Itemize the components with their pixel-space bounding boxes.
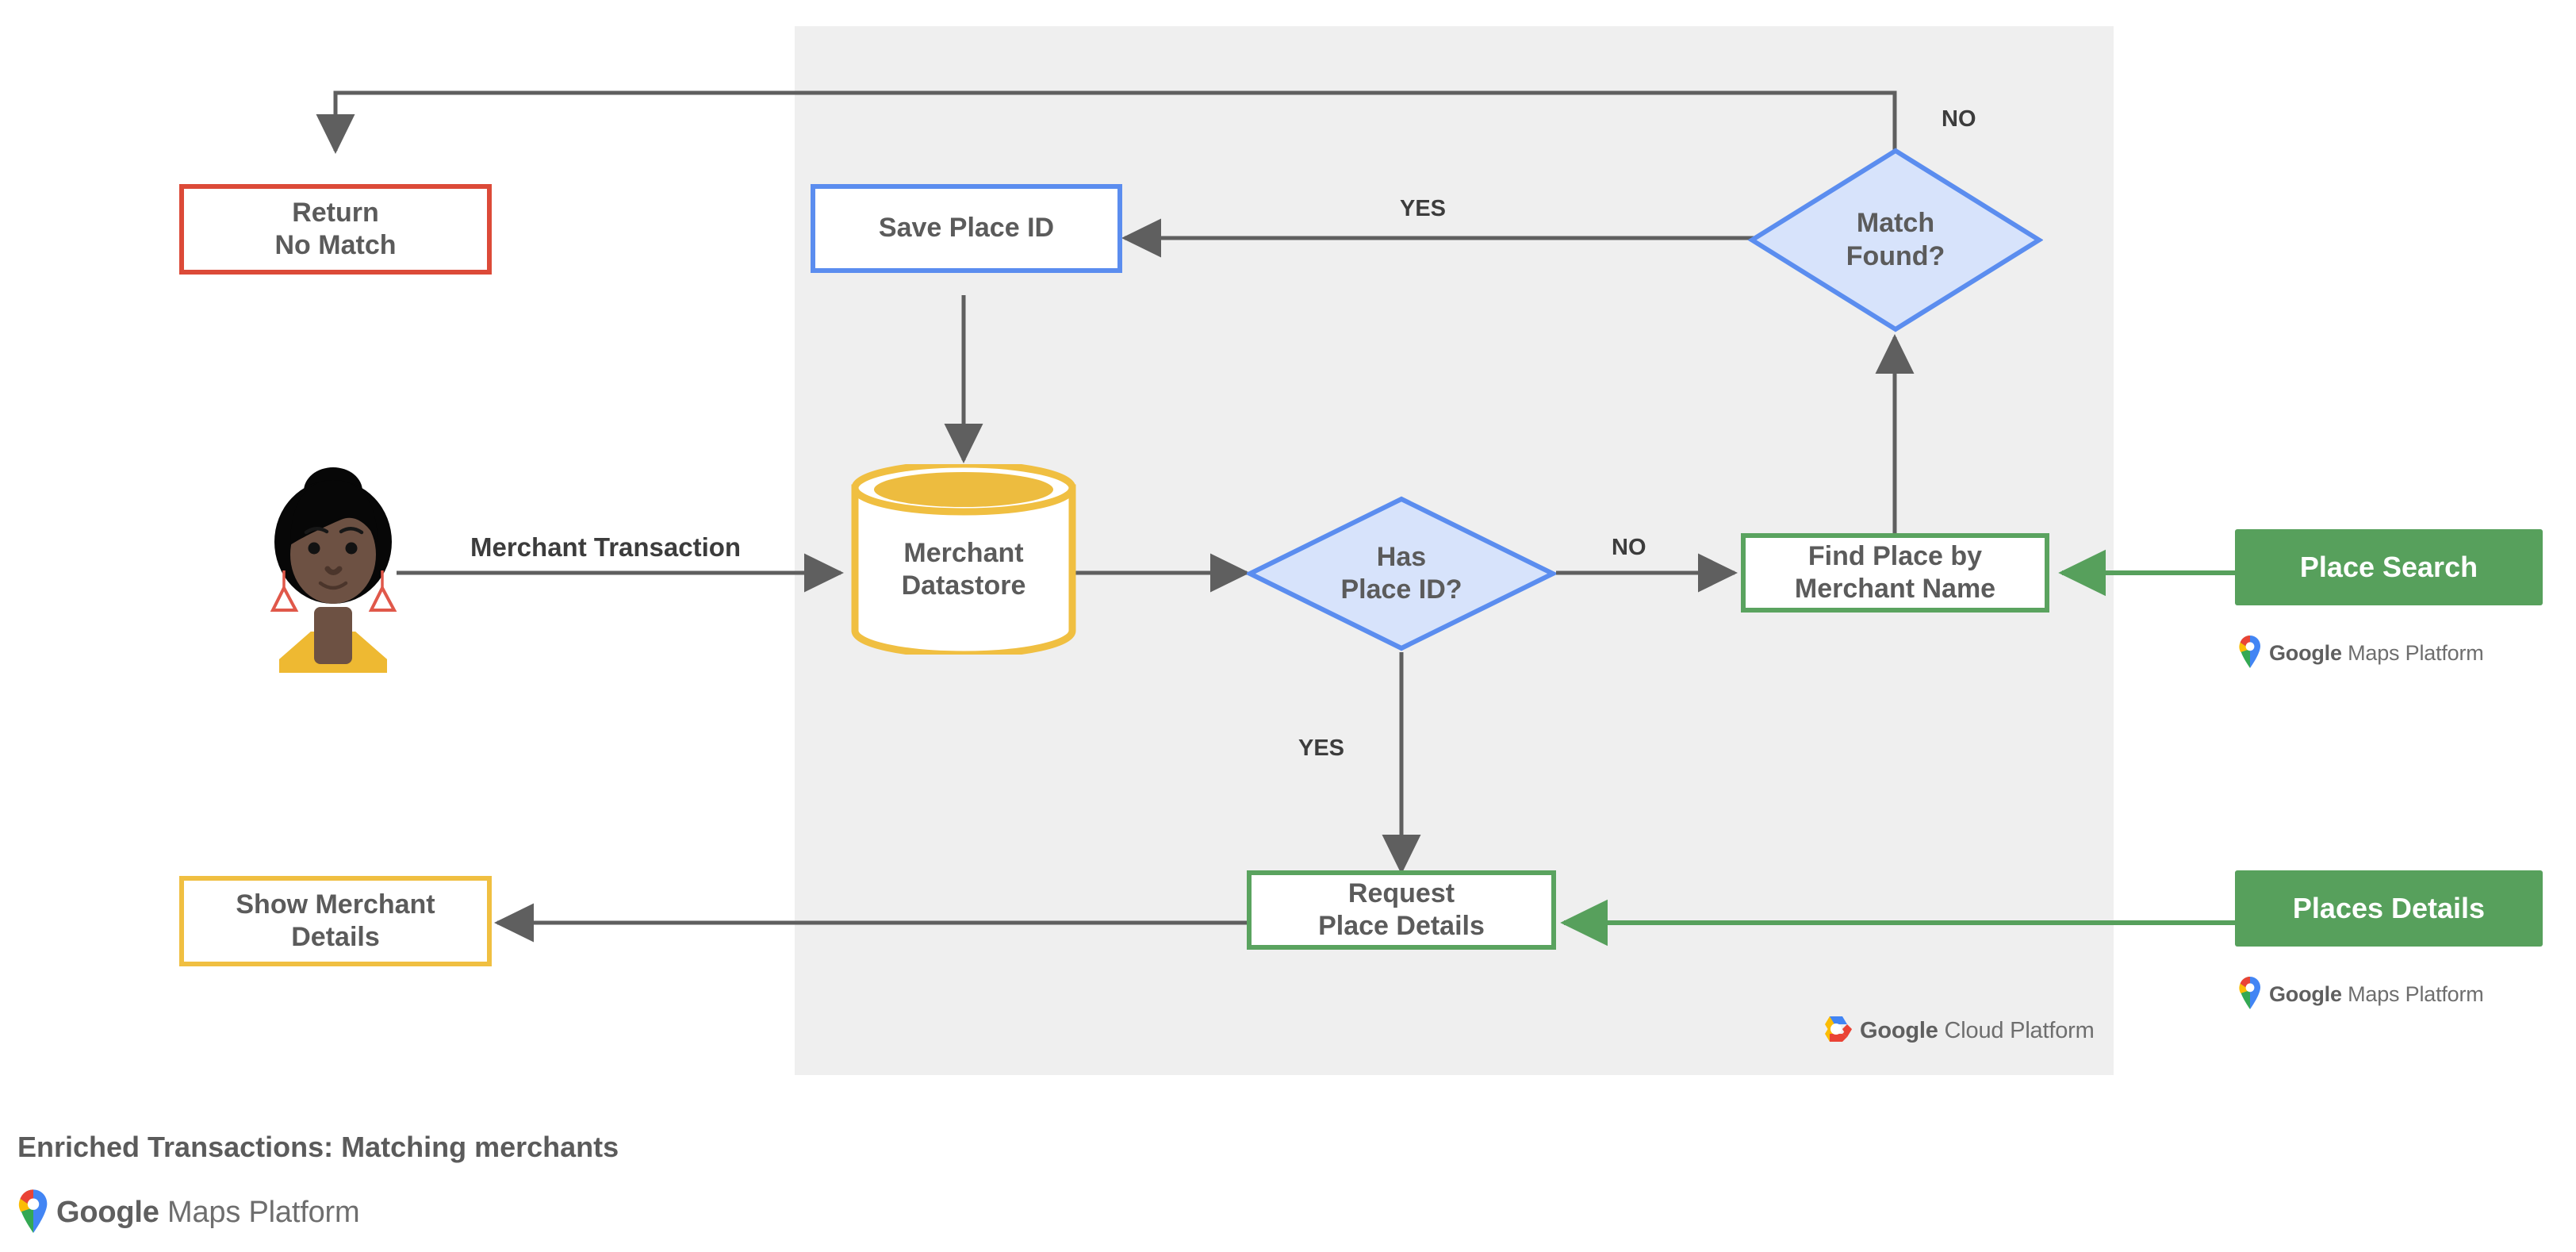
user-avatar-icon [262, 463, 404, 673]
edge-label-merchant-transaction: Merchant Transaction [470, 532, 742, 562]
node-find-place-by-merchant-name[interactable]: Find Place by Merchant Name [1741, 533, 2049, 613]
google-maps-platform-logo-places-details: Google Maps Platform [2238, 976, 2484, 1013]
google-cloud-hexagon-icon [1820, 1014, 1852, 1048]
node-request-place-details[interactable]: Request Place Details [1247, 870, 1556, 950]
edge-label-match-found-yes: YES [1400, 196, 1447, 221]
node-match-found-decision[interactable]: Match Found? [1748, 147, 2043, 333]
node-return-no-match[interactable]: Return No Match [179, 184, 492, 275]
node-merchant-datastore[interactable]: Merchant Datastore [849, 464, 1079, 655]
node-match-found-label: Match Found? [1846, 208, 1945, 271]
page-title: Enriched Transactions: Matching merchant… [17, 1131, 619, 1163]
logo-text-cloud-platform: Cloud Platform [1944, 1018, 2095, 1043]
logo-text-google: Google [2269, 982, 2342, 1006]
logo-text: Google Maps Platform [56, 1196, 360, 1230]
edge-label-has-place-id-no: NO [1612, 535, 1646, 560]
node-places-details[interactable]: Places Details [2235, 870, 2543, 947]
edge-label-has-place-id-yes: YES [1298, 735, 1345, 761]
logo-text: Google Cloud Platform [1860, 1018, 2095, 1044]
logo-text-maps-platform: Maps Platform [2348, 982, 2484, 1006]
google-cloud-platform-logo: Google Cloud Platform [1820, 1014, 2095, 1048]
google-maps-pin-icon [2238, 635, 2262, 672]
node-show-merchant-details[interactable]: Show Merchant Details [179, 876, 492, 966]
logo-text: Google Maps Platform [2269, 641, 2484, 666]
edge-label-match-found-no: NO [1942, 106, 1976, 132]
node-merchant-datastore-label: Merchant Datastore [901, 537, 1026, 601]
node-has-place-id-decision[interactable]: Has Place ID? [1247, 496, 1556, 651]
logo-text-maps-platform: Maps Platform [2348, 641, 2484, 665]
node-place-search[interactable]: Place Search [2235, 529, 2543, 605]
logo-text-google: Google [56, 1196, 159, 1229]
logo-text-maps-platform: Maps Platform [167, 1196, 360, 1229]
logo-text-google: Google [1860, 1018, 1938, 1043]
node-save-place-id[interactable]: Save Place ID [811, 184, 1122, 273]
google-maps-platform-logo-footer: Google Maps Platform [17, 1189, 360, 1237]
logo-text-google: Google [2269, 641, 2342, 665]
node-has-place-id-label: Has Place ID? [1340, 541, 1462, 605]
logo-text: Google Maps Platform [2269, 982, 2484, 1007]
google-maps-pin-icon [2238, 976, 2262, 1013]
google-maps-platform-logo-place-search: Google Maps Platform [2238, 635, 2484, 672]
google-maps-pin-icon [17, 1189, 49, 1237]
